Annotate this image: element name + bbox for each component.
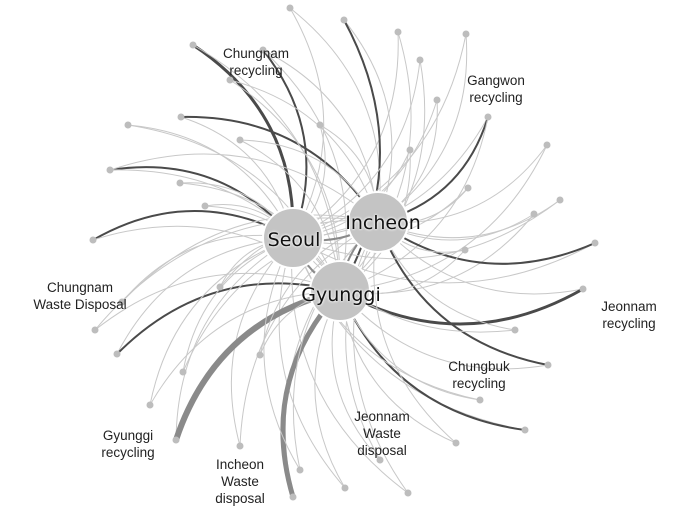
network-node [404,489,412,497]
network-edge [229,79,341,292]
network-edge [109,153,379,223]
network-node [176,179,184,187]
network-node [511,326,519,334]
gangwon-recycling-label: Gangwon recycling [467,73,525,105]
network-edge [292,237,596,284]
jeonnam-recycling-label: Jeonnam recycling [601,299,657,331]
network-edge [109,169,341,292]
network-edge [127,124,341,292]
network-node [484,113,492,121]
gyunggi-recycling-label: Gyunggi recycling [101,428,155,460]
network-node [461,246,469,254]
network-node [256,351,264,359]
network-edge [292,221,379,471]
network-node [201,202,209,210]
network-node [89,236,97,244]
network-node [146,401,154,409]
incheon-hub-label: Incheon [345,212,421,234]
seoul-hub-label: Seoul [267,229,321,251]
network-node [296,466,304,474]
network-edge [339,116,489,292]
network-edge [173,288,343,443]
network-edge [182,221,379,373]
network-node [394,28,402,36]
network-edge [343,19,393,223]
network-node [316,121,324,129]
network-edge [292,199,561,260]
network-edge [353,221,409,494]
network-node [543,141,551,149]
network-node [530,210,538,218]
network-node [521,426,529,434]
network-node [591,239,599,247]
network-edge [278,237,346,489]
network-edge [94,217,379,331]
network-edge [292,237,526,431]
network-node [406,146,414,154]
network-node [226,76,234,84]
network-node [172,436,180,444]
network-node [106,166,114,174]
seoul-hub-node [262,207,324,269]
network-node [124,121,132,129]
network-node [556,196,564,204]
network-edge [339,59,426,292]
gyunggi-hub-node [309,260,371,322]
network-node [91,326,99,334]
chungnam-recycling-label: Chungnam recycling [222,46,290,78]
node-layer [89,4,599,501]
network-node [433,96,441,104]
network-node [259,46,267,54]
network-node [113,350,121,358]
incheon-waste-disposal-label: Incheon Waste disposal [215,457,265,506]
incheon-hub-node [347,191,409,253]
network-node [340,16,348,24]
network-edge [289,7,325,239]
network-node [286,4,294,12]
network-edge [289,7,381,223]
network-node [177,113,185,121]
network-node [236,136,244,144]
network-edge [292,237,481,401]
network-edge [175,237,294,441]
network-node [236,442,244,450]
network-node [464,184,472,192]
network-node [416,56,424,64]
network-edge [280,288,343,500]
network-node [189,41,197,49]
network-edge [121,214,379,303]
network-node [179,368,187,376]
network-node [216,283,224,291]
network-edge [180,115,379,223]
hub-layer [262,191,409,322]
network-edge [345,221,381,461]
network-edge [94,272,341,331]
network-node [462,30,470,38]
network-edge [292,31,399,239]
network-node [341,484,349,492]
chungnam-waste-disposal-label: Chungnam Waste Disposal [33,280,127,312]
jeonnam-waste-disposal-label: Jeonnam Waste disposal [354,409,410,458]
chungbuk-recycling-label: Chungbuk recycling [448,359,510,391]
network-edge [292,237,516,333]
network-node [118,298,126,306]
network-node [579,285,587,293]
network-edge [116,282,341,355]
network-node [289,493,297,501]
network-edge [262,49,347,292]
gyunggi-hub-label: Gyunggi [301,284,381,306]
network-edge [263,237,301,471]
network-node [376,456,384,464]
network-node [476,396,484,404]
network-node [544,361,552,369]
network-node [452,439,460,447]
